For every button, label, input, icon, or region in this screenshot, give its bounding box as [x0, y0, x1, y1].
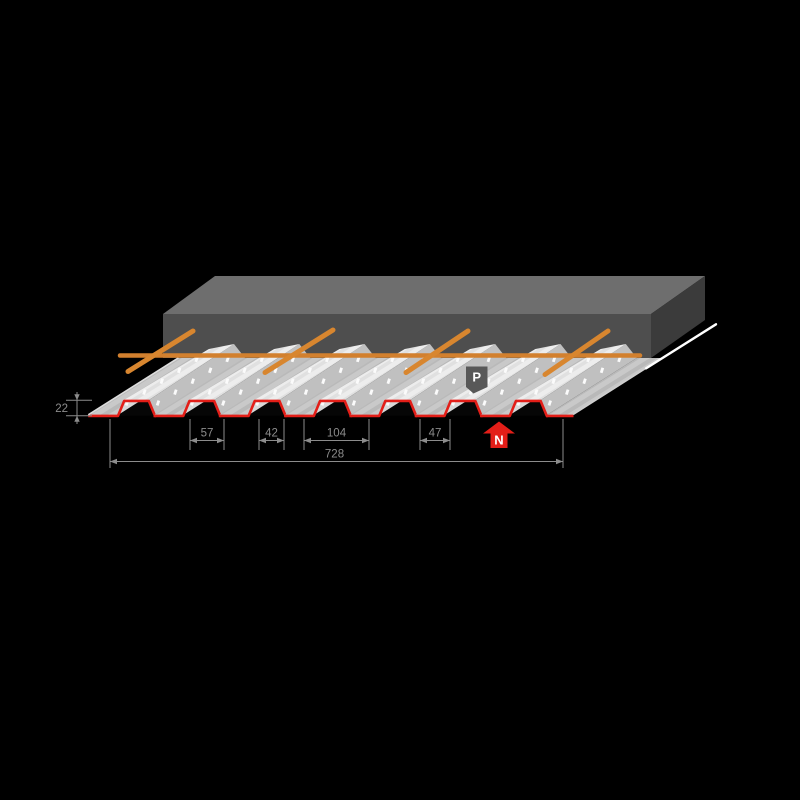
dim-label-104: 104 — [327, 428, 347, 440]
dim-label-728: 728 — [325, 449, 344, 461]
n-arrow-shape — [483, 421, 515, 448]
p-marker-label: P — [472, 370, 481, 385]
dim-profile-height: 22 — [55, 392, 92, 424]
rebar-group — [117, 327, 643, 377]
dim-flange-width: 47 — [419, 419, 451, 450]
slab-top-face — [163, 276, 705, 314]
deck-left-cut-edge — [87, 357, 179, 416]
dim-rib-top: 42 — [258, 419, 285, 450]
dim-rib-bottom: 57 — [189, 419, 225, 450]
deck-back-edge-highlight — [644, 323, 718, 370]
concrete-slab — [163, 276, 705, 358]
slab-right-face — [651, 276, 705, 358]
p-tag-shape — [466, 366, 488, 394]
n-marker-label: N — [494, 433, 503, 448]
dim-rib-pitch: 104 — [303, 419, 370, 450]
rebar-cross-4 — [542, 328, 611, 377]
rebar-cross-2 — [262, 327, 336, 375]
p-marker-tag: P — [466, 366, 488, 394]
n-direction-arrow: N — [483, 421, 515, 448]
rebar-cross-1 — [125, 328, 196, 374]
dim-label-22: 22 — [55, 403, 68, 415]
dim-label-42: 42 — [265, 428, 278, 440]
dim-cover-width: 728 — [109, 419, 564, 468]
rebar-cross-3 — [403, 328, 471, 375]
deck-right-flat — [546, 358, 663, 415]
dim-label-47: 47 — [429, 428, 442, 440]
dim-label-57: 57 — [201, 428, 214, 440]
dimensions: 22 57 42 104 47 — [55, 392, 564, 468]
